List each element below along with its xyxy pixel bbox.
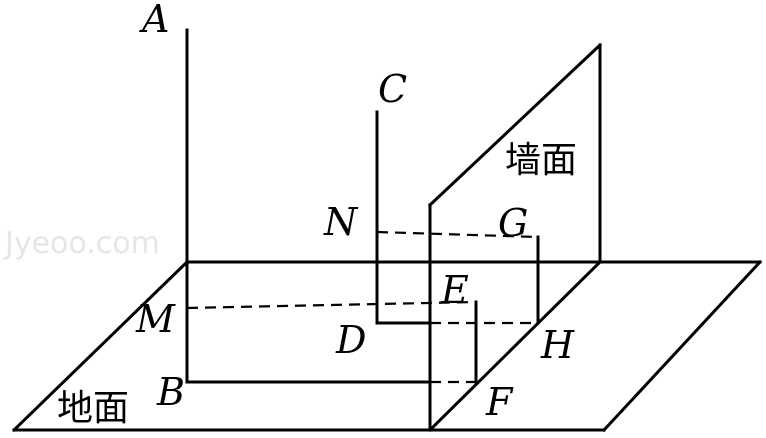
ground-left-edge <box>11 259 190 433</box>
dashed-M-to-E <box>186 300 477 310</box>
label-A: A <box>139 0 169 41</box>
watermark-text: Jyeoo.com <box>3 226 160 261</box>
ground-right-edge <box>601 259 763 433</box>
dashed-N-to-G <box>376 230 539 239</box>
label-G: G <box>498 201 528 245</box>
label-M: M <box>135 297 176 341</box>
wall-top-edge <box>427 42 603 208</box>
label-N: N <box>323 200 359 244</box>
label-B: B <box>156 370 185 414</box>
label-C: C <box>378 67 407 111</box>
label-H: H <box>540 323 575 367</box>
label-D: D <box>335 318 366 362</box>
label-ground: 地面 <box>57 388 129 429</box>
label-F: F <box>485 380 514 424</box>
label-E: E <box>440 268 469 312</box>
wall-ground-intersection <box>427 259 603 433</box>
label-wall: 墙面 <box>505 140 577 181</box>
